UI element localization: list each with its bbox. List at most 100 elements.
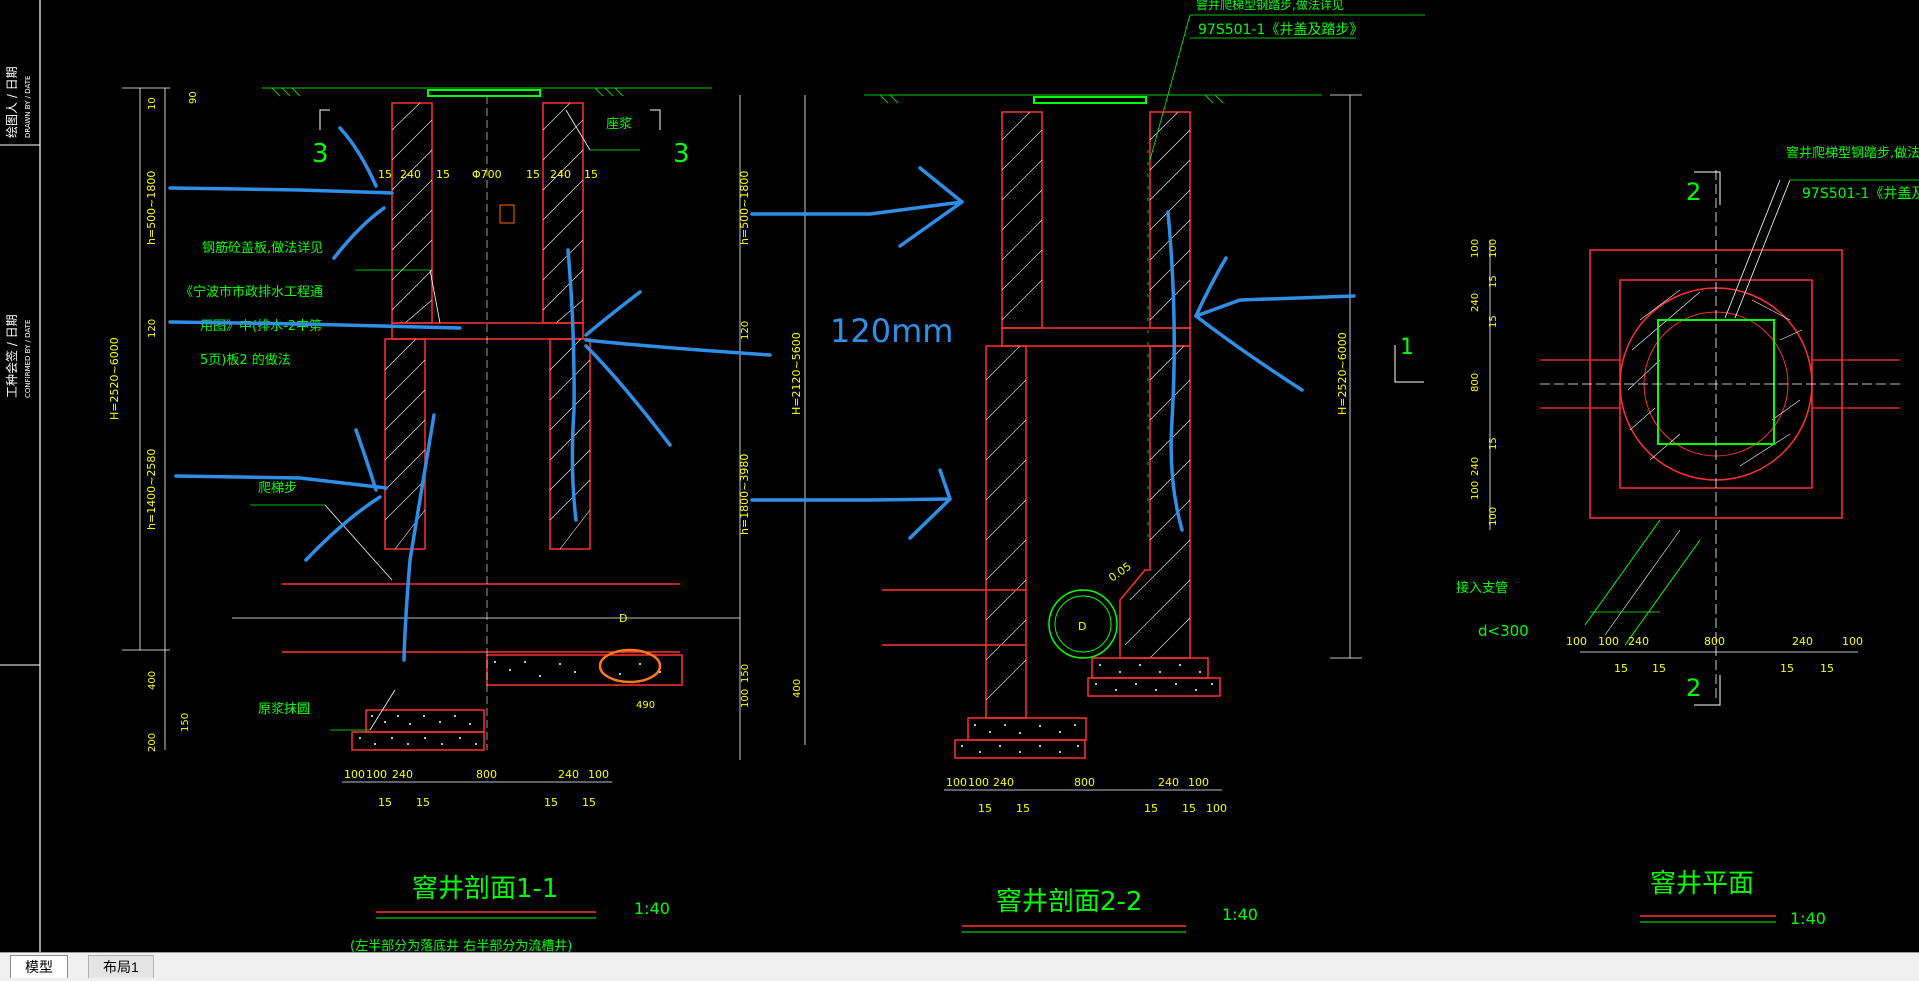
svg-text:100: 100: [1188, 776, 1209, 789]
svg-text:100: 100: [1488, 507, 1499, 526]
svg-text:15: 15: [1016, 802, 1030, 815]
svg-text:100: 100: [1598, 635, 1619, 648]
section-2-title: 窨井剖面2-2: [996, 887, 1142, 917]
section-1-top-dims: 15 240 15 15 240 15: [378, 168, 598, 181]
svg-text:15: 15: [1780, 662, 1794, 675]
plan-ladder-label: 窨井爬梯型钢踏步,做法详: [1786, 145, 1919, 161]
svg-text:15: 15: [436, 168, 450, 181]
svg-text:240: 240: [1158, 776, 1179, 789]
svg-text:800: 800: [1074, 776, 1095, 789]
svg-text:240: 240: [1792, 635, 1813, 648]
dim-h-bottom-2: h=1800~3980: [738, 454, 751, 535]
section-1-bottom-dims: 100 100 240 800 240 100 15 15 15 15: [344, 768, 609, 809]
section-1-title: 窨井剖面1-1: [412, 874, 558, 904]
section-2-scale: 1:40: [1222, 905, 1258, 924]
svg-text:15: 15: [978, 802, 992, 815]
svg-text:15: 15: [526, 168, 540, 181]
plan-bottom-dims: 100 100 240 800 240 100 15 15 15 15: [1566, 635, 1863, 675]
svg-text:240: 240: [550, 168, 571, 181]
svg-text:15: 15: [416, 796, 430, 809]
svg-text:240: 240: [1470, 293, 1481, 312]
svg-text:100: 100: [1566, 635, 1587, 648]
svg-text:240: 240: [400, 168, 421, 181]
pipe-d-label-1: D: [619, 612, 627, 625]
svg-text:800: 800: [1704, 635, 1725, 648]
dim-h-total-2: H=2520~6000: [1336, 332, 1349, 415]
confirmed-by-label: 工种会签 / 日期: [4, 314, 19, 398]
svg-text:100: 100: [1206, 802, 1227, 815]
svg-text:15: 15: [584, 168, 598, 181]
section-2-2-drawing: [739, 14, 1425, 933]
svg-text:100: 100: [946, 776, 967, 789]
section-1-scale: 1:40: [634, 899, 670, 918]
label-ladder-ref: 97S501-1《井盖及踏步》: [1198, 22, 1363, 38]
section-1-1-drawing: [122, 87, 740, 919]
plan-section-1-left: 1: [1400, 335, 1414, 360]
svg-text:100: 100: [1470, 481, 1481, 500]
cad-drawing-canvas[interactable]: 绘图人 / 日期 DRAWN BY / DATE 工种会签 / 日期 CONFI…: [0, 0, 1919, 952]
label-dia: Φ700: [472, 168, 502, 181]
blue-markup-strokes: [168, 126, 1356, 662]
label-step: 爬梯步: [258, 481, 297, 496]
plan-title: 窨井平面: [1650, 869, 1754, 899]
dim-120: 120: [147, 319, 158, 338]
svg-text:800: 800: [1470, 373, 1481, 392]
svg-text:100: 100: [1842, 635, 1863, 648]
confirmed-by-en-label: CONFIRMED BY / DATE: [24, 320, 32, 398]
svg-text:15: 15: [1820, 662, 1834, 675]
dim-h-top-1: h=500~1800: [145, 171, 158, 245]
section-mark-left: 3: [312, 139, 329, 169]
plan-section-2-bottom: 2: [1686, 674, 1701, 702]
plan-branch-label: 接入支管: [1456, 580, 1508, 596]
plan-left-dims: 100 100 240 15 15 800 15 240 100 100: [1470, 239, 1499, 526]
svg-text:100: 100: [1470, 239, 1481, 258]
svg-text:240: 240: [993, 776, 1014, 789]
svg-text:240: 240: [1628, 635, 1649, 648]
tab-layout-1[interactable]: 布局1: [88, 955, 154, 978]
drawn-by-label: 绘图人 / 日期: [4, 66, 19, 138]
layout-tab-bar: 模型 布局1: [0, 952, 1919, 981]
svg-text:15: 15: [1488, 275, 1499, 288]
annotation-120mm: 120mm: [830, 312, 953, 350]
svg-text:15: 15: [1182, 802, 1196, 815]
label-ref-3: 5页)板2 的做法: [200, 352, 291, 368]
svg-text:15: 15: [544, 796, 558, 809]
dim-90: 90: [188, 91, 199, 104]
svg-text:100: 100: [588, 768, 609, 781]
svg-text:100: 100: [344, 768, 365, 781]
dim-490: 490: [636, 700, 655, 711]
svg-text:15: 15: [1144, 802, 1158, 815]
dim-400-2: 400: [792, 679, 803, 698]
section-1-note: (左半部分为落底井 右半部分为流槽井): [350, 938, 572, 952]
dim-150: 150: [180, 713, 191, 732]
label-ladder-top: 窨井爬梯型钢踏步,做法详见: [1196, 0, 1344, 12]
plan-scale: 1:40: [1790, 909, 1826, 928]
plan-ladder-ref: 97S501-1《井盖及: [1802, 186, 1919, 202]
tab-model[interactable]: 模型: [10, 955, 68, 978]
pipe-d-label-2: D: [1078, 620, 1086, 633]
svg-text:240: 240: [392, 768, 413, 781]
dim-200: 200: [147, 733, 158, 752]
svg-text:15: 15: [378, 796, 392, 809]
svg-text:15: 15: [1614, 662, 1628, 675]
dim-h-top-2: h=500~1800: [738, 171, 751, 245]
svg-text:800: 800: [476, 768, 497, 781]
label-ref-1: 《宁波市市政排水工程通: [180, 284, 323, 300]
plan-section-2-top: 2: [1686, 178, 1701, 206]
dim-120-2: 120: [740, 321, 751, 340]
svg-text:100: 100: [366, 768, 387, 781]
label-cover-slab: 钢筋砼盖板,做法详见: [202, 240, 323, 256]
dim-10: 10: [147, 97, 158, 110]
svg-text:15: 15: [1652, 662, 1666, 675]
svg-text:15: 15: [378, 168, 392, 181]
dim-150-2: 150: [740, 664, 751, 683]
svg-text:15: 15: [582, 796, 596, 809]
dim-100-2: 100: [740, 689, 751, 708]
drawn-by-en-label: DRAWN BY / DATE: [24, 76, 32, 138]
svg-text:100: 100: [968, 776, 989, 789]
dim-400: 400: [147, 671, 158, 690]
dim-h-mid-2: H=2120~5600: [790, 332, 803, 415]
section-2-bottom-dims: 100 100 240 800 240 100 15 15 15 15 100: [946, 776, 1227, 815]
svg-text:100: 100: [1488, 239, 1499, 258]
section-mark-right: 3: [673, 139, 690, 169]
